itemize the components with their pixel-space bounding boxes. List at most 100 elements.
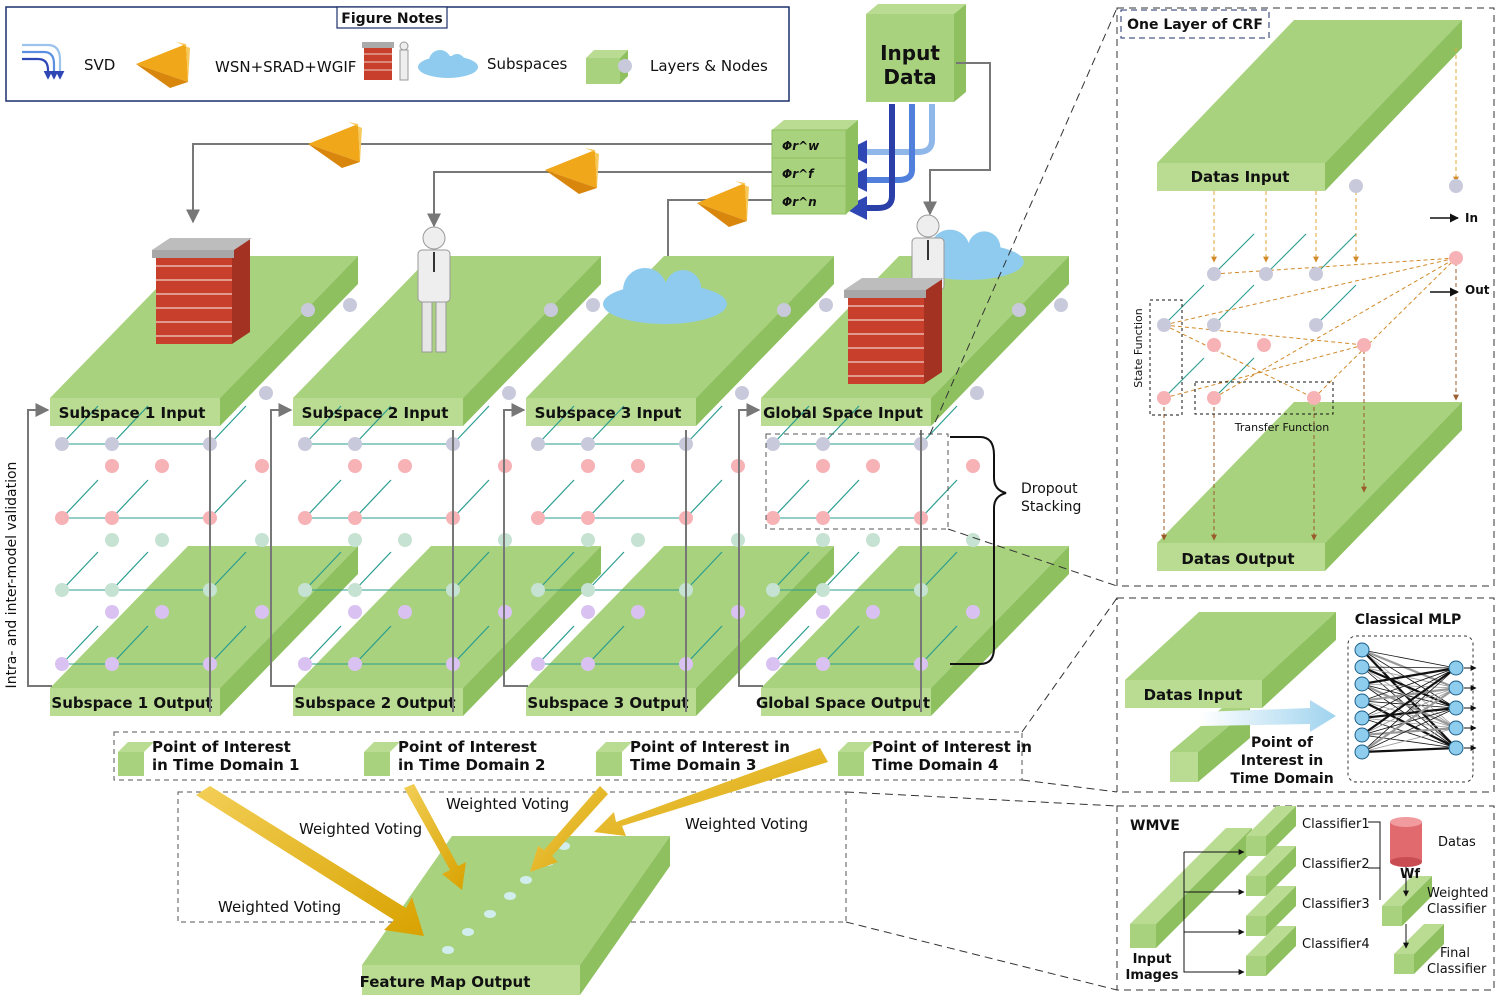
edge-line xyxy=(822,551,860,591)
classifier-block-4-side xyxy=(1266,926,1296,976)
edge-line xyxy=(209,551,247,591)
firewall-1-icon xyxy=(152,238,252,344)
edge-line xyxy=(61,405,99,445)
node xyxy=(816,533,830,547)
crf-node xyxy=(1157,391,1171,405)
crf-node xyxy=(1207,338,1221,352)
feedback-arrow xyxy=(270,403,295,687)
legend-title: Figure Notes xyxy=(341,11,442,27)
edge-line xyxy=(111,479,149,519)
edge-line xyxy=(111,405,149,445)
mlp-edge xyxy=(1361,667,1457,719)
node xyxy=(866,459,880,473)
pyramid-icon xyxy=(136,42,190,88)
edge-line xyxy=(587,625,625,665)
person-head xyxy=(916,214,940,238)
feature-map-block: Feature Map Output xyxy=(360,836,670,995)
space-input-label: Subspace 1 Input xyxy=(59,404,206,422)
mlp-title: Classical MLP xyxy=(1355,612,1462,628)
node xyxy=(816,605,830,619)
person-1-icon xyxy=(417,226,451,353)
mlp-edge xyxy=(1361,707,1457,736)
top-slab-side xyxy=(220,256,358,426)
mlp-edge xyxy=(1361,700,1457,749)
mlp-input-node xyxy=(1354,710,1370,726)
node xyxy=(970,386,984,400)
node xyxy=(155,459,169,473)
edge-line xyxy=(354,479,392,519)
bottom-slab-side xyxy=(220,546,358,716)
edge-line xyxy=(537,479,575,519)
mlp-network xyxy=(1354,642,1477,760)
feedback-arrow xyxy=(503,403,528,687)
datas-cylinder-icon xyxy=(1390,817,1422,867)
edge-line xyxy=(772,551,810,591)
wall-cap-front xyxy=(844,290,926,298)
edge-line xyxy=(354,405,392,445)
weighted-classifier-block-side xyxy=(1402,876,1432,926)
edge-line xyxy=(772,625,810,665)
edge-line xyxy=(920,479,958,519)
node xyxy=(348,605,362,619)
node xyxy=(966,605,980,619)
wmve-network: Classifier1Classifier2Classifier3Classif… xyxy=(1130,806,1444,976)
node xyxy=(155,533,169,547)
node xyxy=(55,657,69,671)
mlp-output-node xyxy=(1448,680,1464,696)
edge-line xyxy=(685,625,723,665)
node xyxy=(398,605,412,619)
dropout-label: Dropout xyxy=(1021,481,1078,497)
node xyxy=(581,583,595,597)
mlp-edge xyxy=(1361,706,1457,720)
voting-region xyxy=(177,791,847,923)
classifier-label-1: Classifier1 xyxy=(1302,817,1370,832)
edge-line xyxy=(587,405,625,445)
mlp-input-node xyxy=(1354,744,1370,760)
poi-line1: Point of Interest xyxy=(398,738,537,756)
bottom-slab-side xyxy=(696,546,834,716)
edge-line xyxy=(209,625,247,665)
bottom-slab-front xyxy=(526,688,696,716)
mlp-edge xyxy=(1361,727,1457,753)
node xyxy=(105,657,119,671)
node xyxy=(55,511,69,525)
crf-node xyxy=(1357,338,1371,352)
poi-line1: Point of Interest xyxy=(152,738,291,756)
poi-block-top xyxy=(596,742,632,752)
node xyxy=(581,459,595,473)
crf-cross xyxy=(1313,257,1457,399)
cloud-part xyxy=(968,231,1001,264)
node xyxy=(866,533,880,547)
classifier-label-2: Classifier2 xyxy=(1302,857,1370,872)
mlp-poi-line1: Point of xyxy=(1251,735,1314,751)
pyramids xyxy=(308,122,749,227)
node xyxy=(105,459,119,473)
phi-f: Φr^f xyxy=(782,167,815,181)
mlp-edge xyxy=(1361,734,1457,749)
pyramid-1-icon xyxy=(308,122,362,168)
node xyxy=(348,437,362,451)
crf-edge xyxy=(1265,233,1307,275)
node xyxy=(55,583,69,597)
crf-node xyxy=(1207,318,1221,332)
space-output-label: Subspace 1 Output xyxy=(51,694,212,712)
edge-line xyxy=(685,405,723,445)
node xyxy=(502,386,516,400)
edge-line xyxy=(304,625,342,665)
edge-line xyxy=(452,625,490,665)
edge-line xyxy=(685,479,723,519)
node xyxy=(631,533,645,547)
space-input-label: Subspace 2 Input xyxy=(302,404,449,422)
wall-cap xyxy=(152,238,252,250)
ensemble-line xyxy=(1368,821,1381,900)
bottom-slab-surface xyxy=(526,546,834,688)
mlp-edge xyxy=(1361,683,1457,689)
legend-item-subspaces: Subspaces xyxy=(487,55,568,73)
crf-node xyxy=(1309,318,1323,332)
wmve-weighted-2: Classifier xyxy=(1427,902,1487,917)
input-data-block: Input Data xyxy=(866,4,966,102)
crf-cross xyxy=(1163,324,1365,348)
top-slab-side xyxy=(696,256,834,426)
